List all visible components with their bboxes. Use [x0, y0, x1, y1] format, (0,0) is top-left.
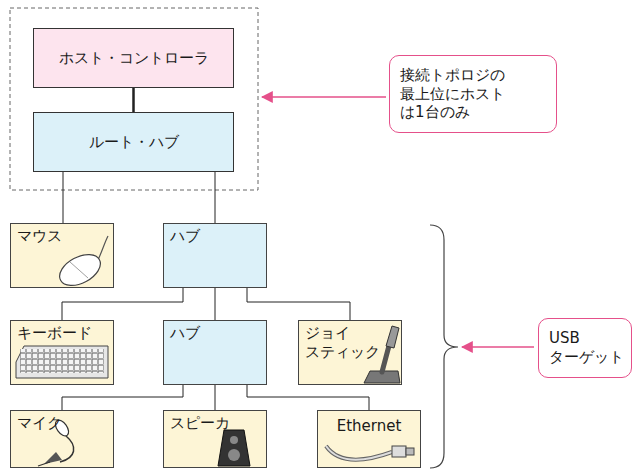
callout-arrow — [262, 96, 386, 98]
connector-line — [247, 288, 350, 320]
root-hub-box: ルート・ハブ — [33, 112, 234, 172]
node-label: キーボード — [17, 324, 92, 343]
node-label: ハブ — [170, 324, 200, 343]
device-fill — [298, 320, 402, 385]
connector-line — [215, 288, 216, 320]
speaker-icon — [218, 430, 250, 466]
node-label: 接続トポロジの 最上位にホスト は1台のみ — [400, 66, 546, 122]
node-label: ルート・ハブ — [89, 133, 179, 152]
device-fill — [10, 410, 114, 468]
device-fill — [163, 410, 267, 468]
connector-line — [63, 172, 64, 223]
device-box: Ethernet — [317, 410, 421, 468]
note-callout: 接続トポロジの 最上位にホスト は1台のみ — [389, 55, 557, 133]
connector-line — [132, 88, 135, 112]
node-label: Ethernet — [337, 417, 402, 436]
connector-line — [247, 385, 369, 410]
host-controller-box: ホスト・コントローラ — [33, 28, 234, 88]
hub-box: ハブ — [163, 320, 267, 385]
connector-line — [62, 385, 183, 410]
hub-box: ハブ — [163, 223, 267, 288]
targets-bracket — [430, 225, 458, 468]
node-label: マイク — [17, 414, 62, 433]
connector-line — [215, 172, 216, 223]
node-label: ハブ — [170, 227, 200, 246]
connector-line — [62, 288, 183, 320]
device-fill — [317, 410, 421, 468]
node-label: ジョイ スティック — [305, 324, 395, 362]
mouse-icon — [54, 236, 108, 292]
callout-arrow — [462, 346, 534, 348]
node-label: ホスト・コントローラ — [59, 49, 209, 68]
node-label: マウス — [17, 227, 62, 246]
target-callout: USB ターゲット — [538, 318, 632, 378]
node-label: USB ターゲット — [549, 329, 624, 367]
device-fill — [10, 320, 114, 385]
node-label: スピーカ — [170, 414, 230, 433]
keyboard-icon — [16, 346, 108, 378]
connector-line — [215, 385, 216, 410]
device-box: マウス — [10, 223, 114, 288]
device-fills — [10, 223, 421, 468]
device-box: ジョイ スティック — [298, 320, 402, 385]
ethernet-cable-icon — [326, 446, 414, 460]
device-box: マイク — [10, 410, 114, 468]
device-box: スピーカ — [163, 410, 267, 468]
device-box: キーボード — [10, 320, 114, 385]
host-group-outline — [10, 8, 258, 190]
